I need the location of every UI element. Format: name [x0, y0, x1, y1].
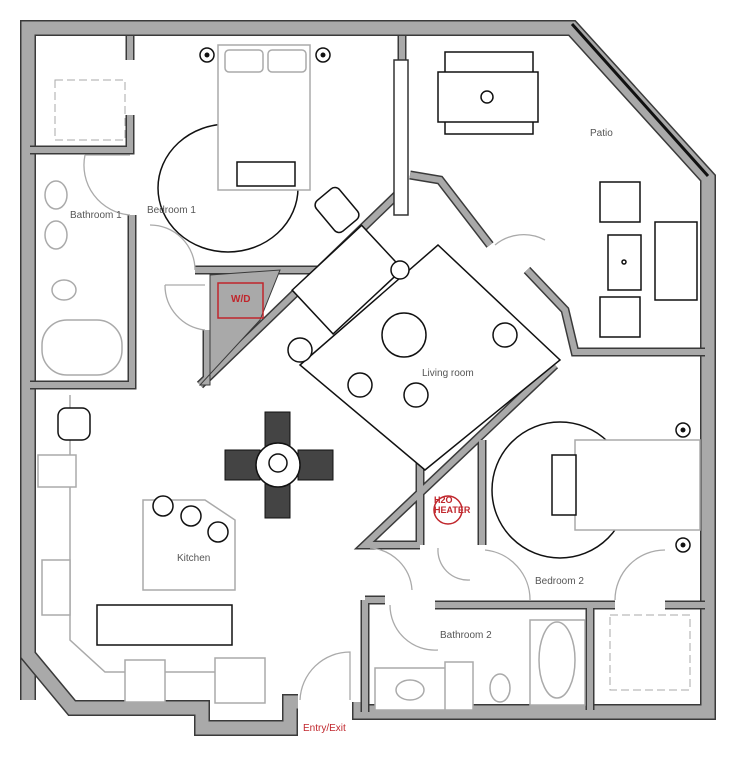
label-washer-dryer: W/D [231, 294, 251, 305]
bedroom2-furniture [491, 421, 701, 691]
washer-dryer [217, 282, 264, 319]
room-label-living: Living room [422, 368, 474, 379]
room-label-bathroom2: Bathroom 2 [440, 630, 492, 641]
bathroom2-fixtures [374, 619, 586, 711]
window [393, 59, 409, 216]
dining-table [224, 411, 334, 519]
room-label-bathroom1: Bathroom 1 [70, 210, 122, 221]
water-heater [433, 495, 463, 525]
label-entry-exit: Entry/Exit [303, 723, 346, 734]
interior-walls [30, 36, 705, 712]
label-water-heater-line1: H2O [434, 495, 453, 505]
room-label-patio: Patio [590, 128, 613, 139]
room-label-kitchen: Kitchen [177, 553, 211, 564]
outer-walls [20, 20, 716, 736]
label-water-heater-line2: HEATER [434, 505, 471, 515]
patio-furniture [437, 51, 698, 338]
living-room-furniture [287, 224, 562, 471]
room-label-bedroom1: Bedroom 1 [147, 205, 196, 216]
room-label-bedroom2: Bedroom 2 [535, 576, 584, 587]
label-water-heater: H2O HEATER [434, 495, 470, 515]
bathroom1-fixtures [41, 180, 123, 376]
bedroom1-furniture [54, 44, 360, 253]
kitchen-fixtures [37, 395, 266, 704]
doors[interactable] [83, 154, 666, 701]
